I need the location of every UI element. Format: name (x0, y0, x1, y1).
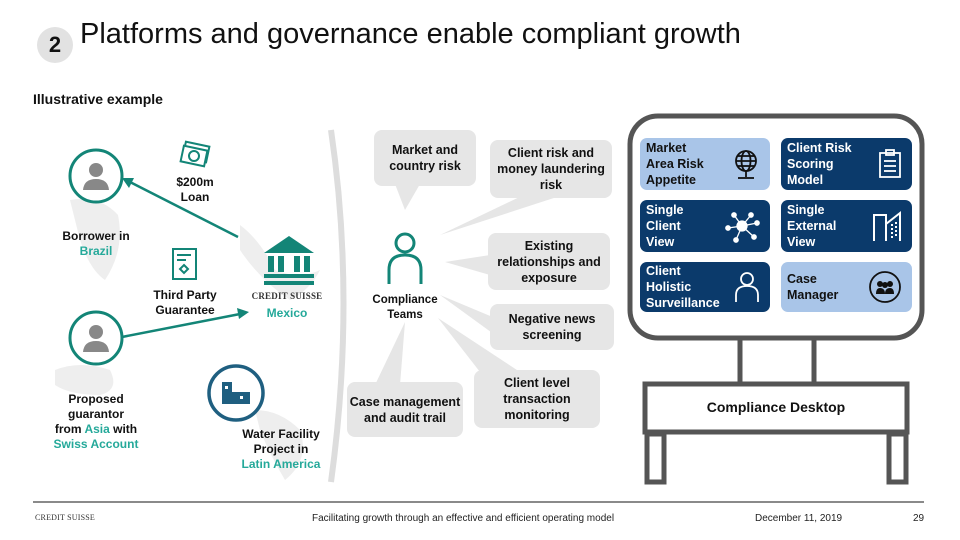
bubble-negative-news: Negative news screening (490, 304, 614, 350)
guarantor-avatar-icon (68, 310, 124, 366)
loan-text: Loan (180, 190, 210, 204)
guarantee-line2: Guarantee (155, 303, 215, 317)
tile-label: Market Area Risk Appetite (646, 141, 704, 187)
guarantor-label: Proposed guarantor from Asia with Swiss … (36, 392, 156, 452)
borrower-avatar-icon (68, 148, 124, 204)
tile-single-client-view[interactable]: Single Client View (640, 200, 770, 252)
bubble-text: Existing relationships and exposure (497, 238, 601, 285)
money-icon (179, 140, 211, 168)
buildings-icon (873, 210, 901, 241)
footer-logo: CREDIT SUISSE (35, 513, 96, 522)
water-facility-icon (207, 364, 265, 422)
tile-case-manager[interactable]: Case Manager (781, 262, 912, 312)
tile-client-risk-scoring[interactable]: Client Risk Scoring Model (781, 138, 912, 190)
loan-label: $200m Loan (160, 175, 230, 205)
globe-icon (735, 150, 757, 179)
bubble-market-risk: Market and country risk (374, 130, 476, 186)
credit-suisse-logo: CREDIT SUISSE (251, 291, 323, 301)
bank-location: Mexico (266, 306, 308, 320)
guarantor-pre: from (54, 422, 85, 436)
page-title: Platforms and governance enable complian… (80, 18, 741, 50)
team-icon (869, 271, 901, 303)
tile-label: Single Client View (646, 203, 684, 249)
bubble-client-risk: Client risk and money laundering risk (490, 140, 612, 198)
bubble-case-management: Case management and audit trail (347, 382, 463, 437)
project-line1: Water Facility (242, 427, 320, 441)
bank-icon (264, 236, 314, 285)
person-icon (735, 272, 759, 302)
tile-single-external-view[interactable]: Single External View (781, 200, 912, 252)
compliance-team-icon (387, 232, 423, 284)
guarantor-account: Swiss Account (53, 437, 139, 451)
guarantee-line1: Third Party (153, 288, 217, 302)
bubble-existing-relationships: Existing relationships and exposure (488, 233, 610, 290)
page-number: 29 (913, 513, 925, 524)
bubble-text: Client level transaction monitoring (503, 376, 571, 422)
map-background (55, 199, 320, 480)
team-label-1: Compliance (372, 294, 438, 306)
tile-label: Case Manager (787, 272, 839, 302)
desktop-frame (627, 113, 925, 485)
clipboard-icon (879, 149, 901, 178)
tile-client-holistic-surveillance[interactable]: Client Holistic Surveillance (640, 262, 770, 312)
guarantor-post: with (109, 422, 138, 436)
bubble-transaction-monitoring: Client level transaction monitoring (474, 370, 600, 428)
team-label-2: Teams (387, 309, 423, 321)
certificate-icon (172, 248, 197, 280)
borrower-label: Borrower in Brazil (46, 229, 146, 259)
project-region: Latin America (241, 457, 321, 471)
tile-market-area-risk[interactable]: Market Area Risk Appetite (640, 138, 770, 190)
flow-arrows (121, 178, 249, 339)
tile-label: Client Holistic Surveillance (646, 264, 720, 310)
guarantee-label: Third Party Guarantee (140, 288, 230, 318)
borrower-country: Brazil (79, 244, 113, 258)
bubble-text: Case management and audit trail (349, 394, 461, 425)
footer-text: Facilitating growth through an effective… (312, 513, 615, 524)
borrower-text: Borrower in (62, 229, 130, 243)
bank-label: CREDIT SUISSE Mexico (247, 289, 327, 321)
loan-amount: $200m (176, 175, 214, 189)
project-line2: Project in (253, 442, 309, 456)
guarantor-region: Asia (84, 422, 110, 436)
guarantor-line2: guarantor (67, 407, 124, 421)
tile-label: Single External View (787, 203, 837, 249)
project-label: Water Facility Project in Latin America (231, 427, 331, 472)
illustrative-label: Illustrative example (33, 91, 163, 107)
bubble-text: Client risk and money laundering risk (497, 146, 605, 192)
tile-label: Client Risk Scoring Model (787, 141, 852, 187)
compliance-teams-label: Compliance Teams (360, 293, 450, 323)
bubble-text: Market and country risk (389, 143, 461, 173)
footer-date: December 11, 2019 (755, 513, 843, 524)
bubble-text: Negative news screening (508, 312, 596, 342)
guarantor-line1: Proposed (68, 392, 124, 406)
section-number-badge: 2 (37, 27, 73, 63)
compliance-desktop-label: Compliance Desktop (706, 399, 846, 415)
bubble-tails (375, 184, 560, 385)
network-icon (725, 212, 760, 243)
section-divider (328, 129, 347, 483)
